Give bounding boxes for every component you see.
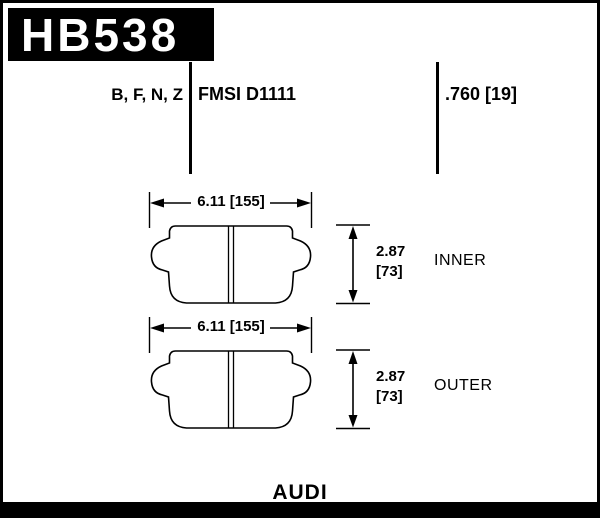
pad-height-dimension-inches: 2.87	[376, 368, 406, 385]
divider-line-right	[436, 62, 439, 174]
right-arrowhead-icon	[297, 323, 311, 333]
left-arrowhead-icon	[150, 198, 164, 208]
fmsi-number: FMSI D1111	[198, 84, 297, 104]
part-number: HB538	[21, 8, 180, 61]
inner-label: INNER	[434, 252, 487, 269]
width-extension-lines	[148, 192, 313, 228]
pad-height-dimension-mm: [73]	[376, 263, 403, 280]
inner-pad-drawing	[148, 192, 370, 305]
right-arrowhead-icon	[297, 198, 311, 208]
down-arrowhead-icon	[348, 415, 358, 428]
pad-width-dimension: 6.11 [155]	[197, 193, 265, 210]
left-arrowhead-icon	[150, 323, 164, 333]
pad-height-dimension-inches: 2.87	[376, 243, 406, 260]
height-extension-lines	[336, 224, 370, 305]
up-arrowhead-icon	[348, 351, 358, 364]
vehicle-name: AUDI	[272, 481, 328, 504]
pad-height-dimension-mm: [73]	[376, 388, 403, 405]
outer-pad-drawing	[148, 317, 370, 430]
inner-pad-diagram: 6.11 [155] 2.87 [73] INNER	[133, 188, 503, 313]
compound-codes: B, F, N, Z	[111, 85, 183, 104]
part-number-banner: HB538	[8, 8, 214, 61]
height-extension-lines	[336, 349, 370, 430]
pad-outline	[150, 225, 312, 304]
outer-pad-diagram: 6.11 [155] 2.87 [73] OUTER	[133, 313, 503, 438]
bottom-bar	[3, 502, 597, 515]
width-extension-lines	[148, 317, 313, 353]
pad-width-dimension: 6.11 [155]	[197, 318, 265, 335]
pad-thickness: .760 [19]	[445, 84, 518, 104]
divider-line-left	[189, 62, 192, 174]
pad-outline	[150, 350, 312, 429]
up-arrowhead-icon	[348, 226, 358, 239]
down-arrowhead-icon	[348, 290, 358, 303]
outer-label: OUTER	[434, 377, 493, 394]
